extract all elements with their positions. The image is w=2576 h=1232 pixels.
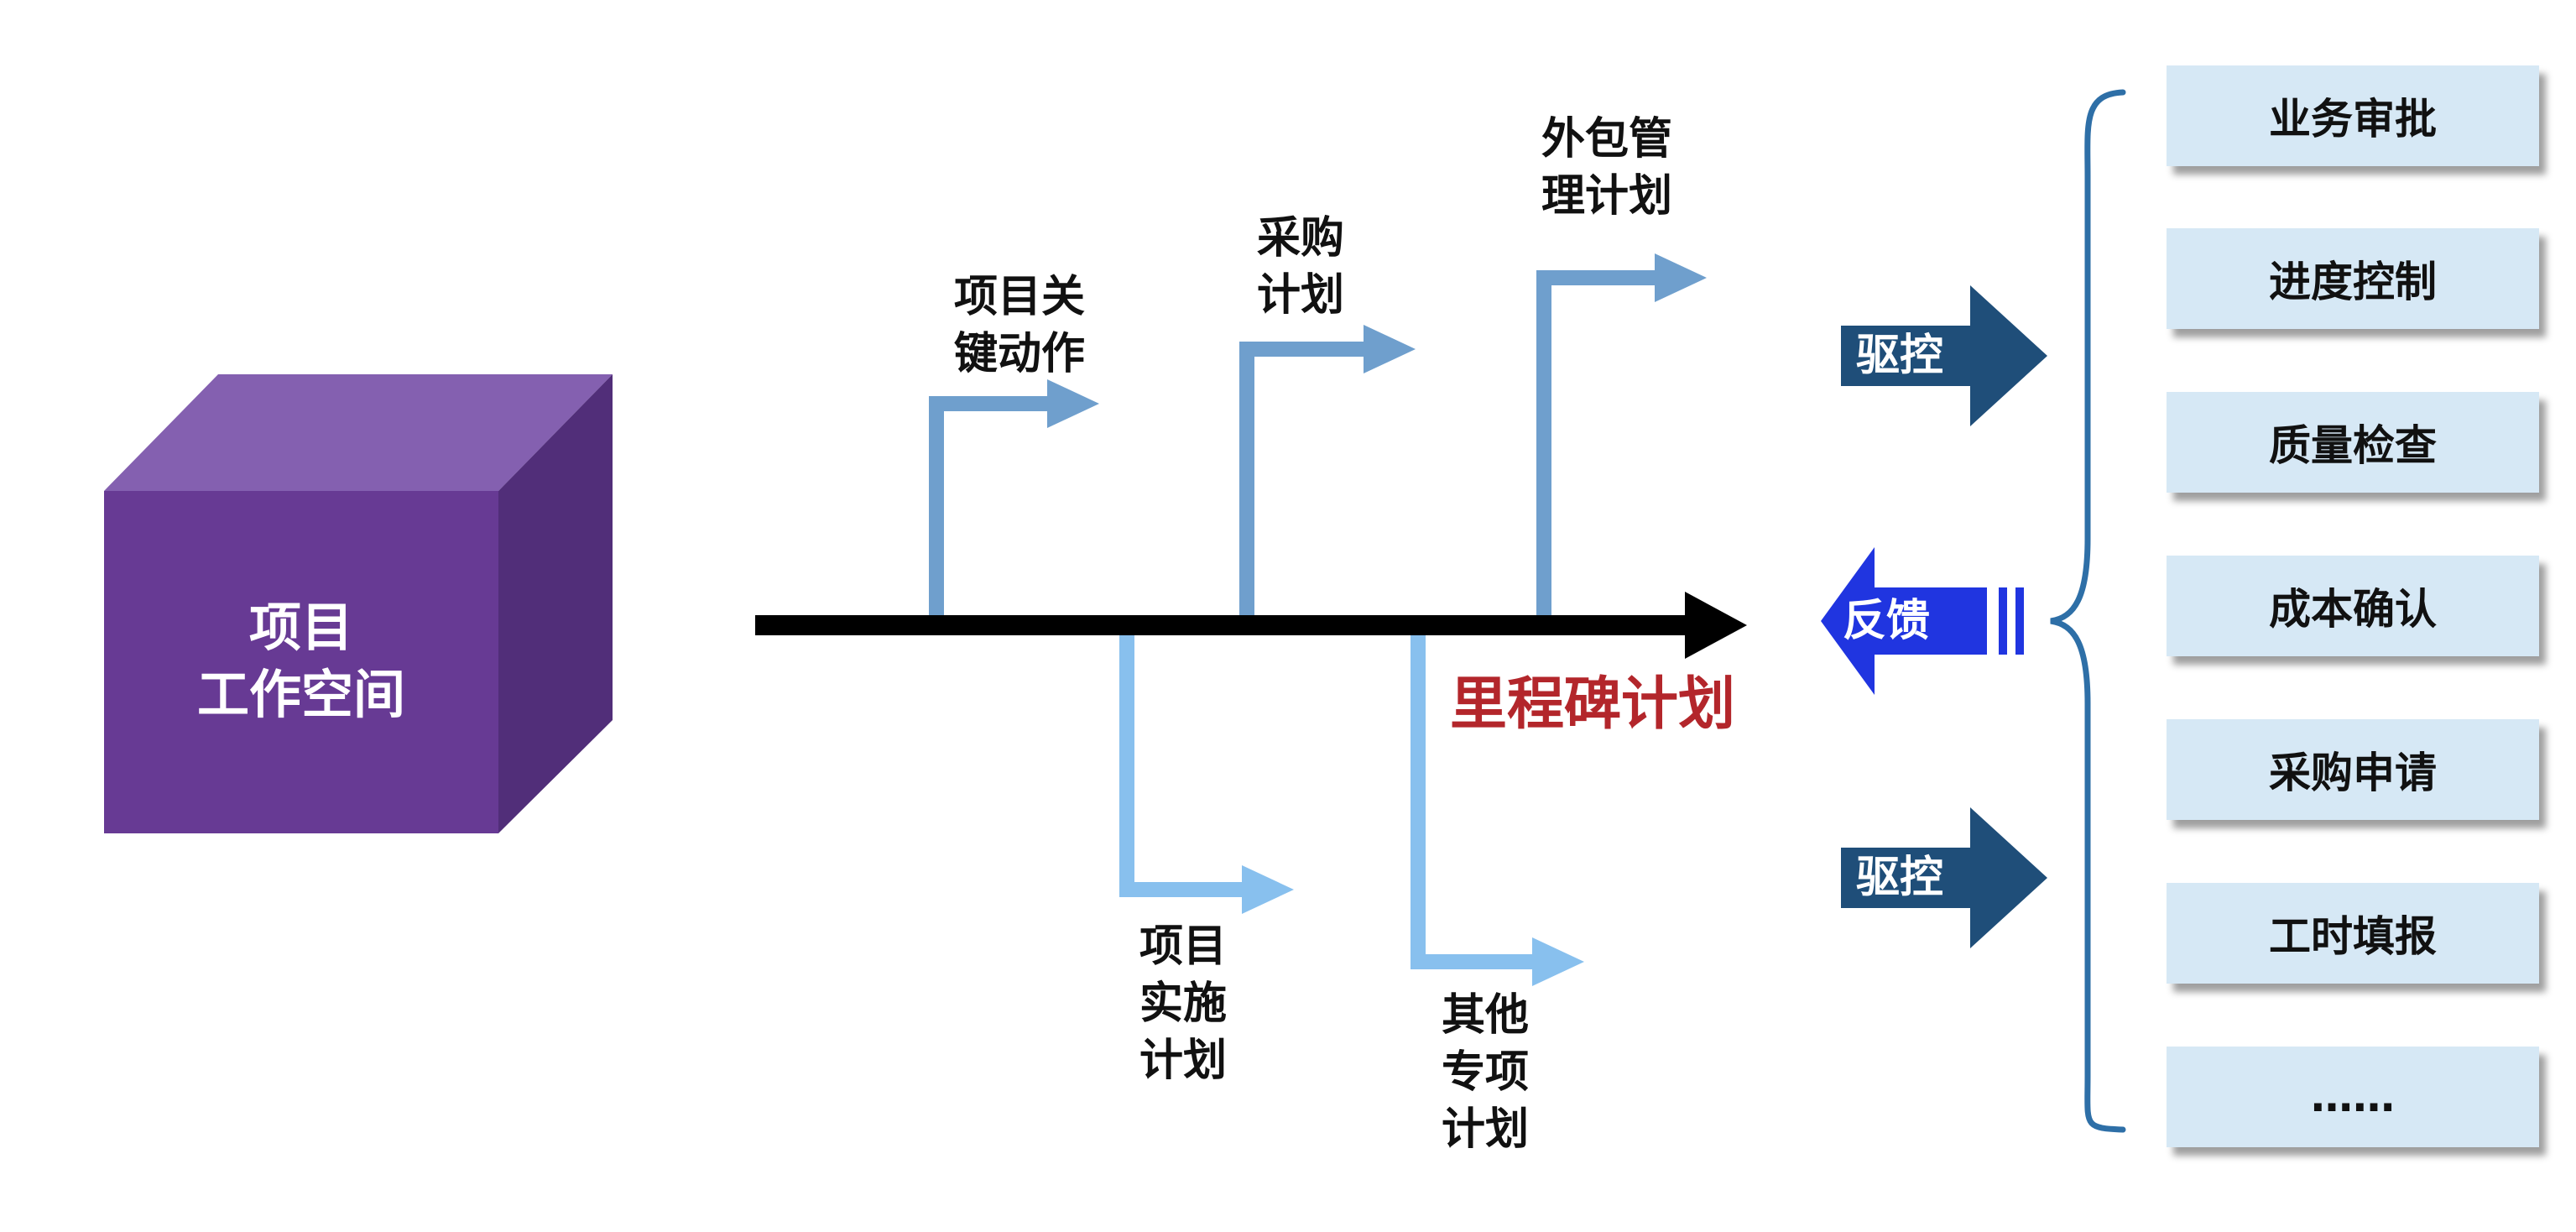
cube-side-face bbox=[498, 374, 613, 833]
branch-key-actions-line2: 键动作 bbox=[953, 329, 1085, 379]
branch-implementation bbox=[1119, 626, 1294, 914]
branch-other-line1: 其他 bbox=[1441, 990, 1529, 1041]
branch-implementation-line bbox=[1119, 626, 1242, 897]
branch-other-arrowhead bbox=[1532, 937, 1584, 986]
feedback-label: 反馈 bbox=[1843, 596, 1931, 646]
workspace-label-line1: 项目 bbox=[248, 597, 353, 658]
drive-arrow-top bbox=[1841, 285, 2047, 426]
branch-key-actions-line1: 项目关 bbox=[953, 272, 1085, 322]
branch-other-line bbox=[1411, 626, 1532, 969]
branch-outsourcing-line2: 理计划 bbox=[1541, 171, 1672, 222]
branch-outsourcing-label: 外包管 理计划 bbox=[1510, 111, 1703, 225]
box-more: …… bbox=[2167, 1047, 2539, 1147]
feedback-arrow-stripe-2 bbox=[2015, 587, 2024, 655]
milestone-axis-line bbox=[755, 615, 1691, 635]
feedback-arrow-body bbox=[1821, 547, 1987, 695]
box-timesheet-label: 工时填报 bbox=[2269, 912, 2437, 961]
branch-implementation-arrowhead bbox=[1242, 865, 1294, 914]
box-quality-check-label: 质量检查 bbox=[2269, 421, 2437, 470]
cube-top-face bbox=[104, 374, 613, 491]
branch-outsourcing-arrowhead bbox=[1655, 253, 1707, 302]
branch-implementation-line3: 计划 bbox=[1139, 1036, 1227, 1086]
branch-implementation-line1: 项目 bbox=[1139, 921, 1227, 972]
box-progress-control: 进度控制 bbox=[2167, 228, 2539, 329]
box-cost-confirmation: 成本确认 bbox=[2167, 556, 2539, 656]
branch-key-actions-label: 项目关 键动作 bbox=[923, 269, 1116, 383]
branch-procurement-line1: 采购 bbox=[1256, 213, 1344, 264]
branch-implementation-line2: 实施 bbox=[1139, 979, 1227, 1029]
box-business-approval: 业务审批 bbox=[2167, 65, 2539, 166]
branch-outsourcing bbox=[1536, 253, 1707, 621]
branch-procurement-arrowhead bbox=[1364, 325, 1416, 373]
box-quality-check: 质量检查 bbox=[2167, 392, 2539, 493]
drive-top-label: 驱控 bbox=[1856, 331, 1944, 381]
box-procurement-request-label: 采购申请 bbox=[2269, 749, 2437, 797]
workspace-cube bbox=[104, 374, 613, 833]
curly-brace bbox=[2050, 89, 2126, 1133]
branch-other-label: 其他 专项 计划 bbox=[1418, 987, 1552, 1158]
branch-other-line2: 专项 bbox=[1441, 1047, 1529, 1098]
workspace-label-line2: 工作空间 bbox=[196, 664, 405, 725]
branch-procurement bbox=[1239, 325, 1416, 621]
box-progress-control-label: 进度控制 bbox=[2269, 258, 2437, 306]
box-cost-confirmation-label: 成本确认 bbox=[2269, 585, 2437, 634]
milestone-axis bbox=[755, 592, 1747, 659]
box-more-label: …… bbox=[2311, 1073, 2395, 1121]
branch-outsourcing-line1: 外包管 bbox=[1541, 114, 1672, 164]
branch-procurement-label: 采购 计划 bbox=[1233, 210, 1368, 324]
branch-procurement-line2: 计划 bbox=[1256, 270, 1344, 321]
drive-bottom-label: 驱控 bbox=[1856, 853, 1944, 903]
cube-front-face bbox=[104, 491, 498, 833]
drive-arrow-bottom bbox=[1841, 807, 2047, 948]
box-business-approval-label: 业务审批 bbox=[2269, 95, 2437, 144]
branch-procurement-line bbox=[1239, 342, 1364, 621]
feedback-arrow bbox=[1821, 547, 2024, 695]
branch-other-line3: 计划 bbox=[1441, 1104, 1529, 1155]
branch-key-actions bbox=[929, 379, 1099, 621]
branch-key-actions-arrowhead bbox=[1047, 379, 1099, 428]
box-timesheet: 工时填报 bbox=[2167, 883, 2539, 984]
branch-other bbox=[1411, 626, 1584, 986]
workspace-label: 项目 工作空间 bbox=[104, 594, 498, 728]
branch-implementation-label: 项目 实施 计划 bbox=[1116, 918, 1250, 1089]
branch-outsourcing-line bbox=[1536, 270, 1655, 621]
feedback-arrow-stripe-1 bbox=[1999, 587, 2007, 655]
milestone-axis-arrowhead bbox=[1685, 592, 1747, 659]
box-procurement-request: 采购申请 bbox=[2167, 719, 2539, 820]
branch-key-actions-line bbox=[929, 396, 1047, 621]
milestone-label: 里程碑计划 bbox=[1450, 671, 1736, 738]
